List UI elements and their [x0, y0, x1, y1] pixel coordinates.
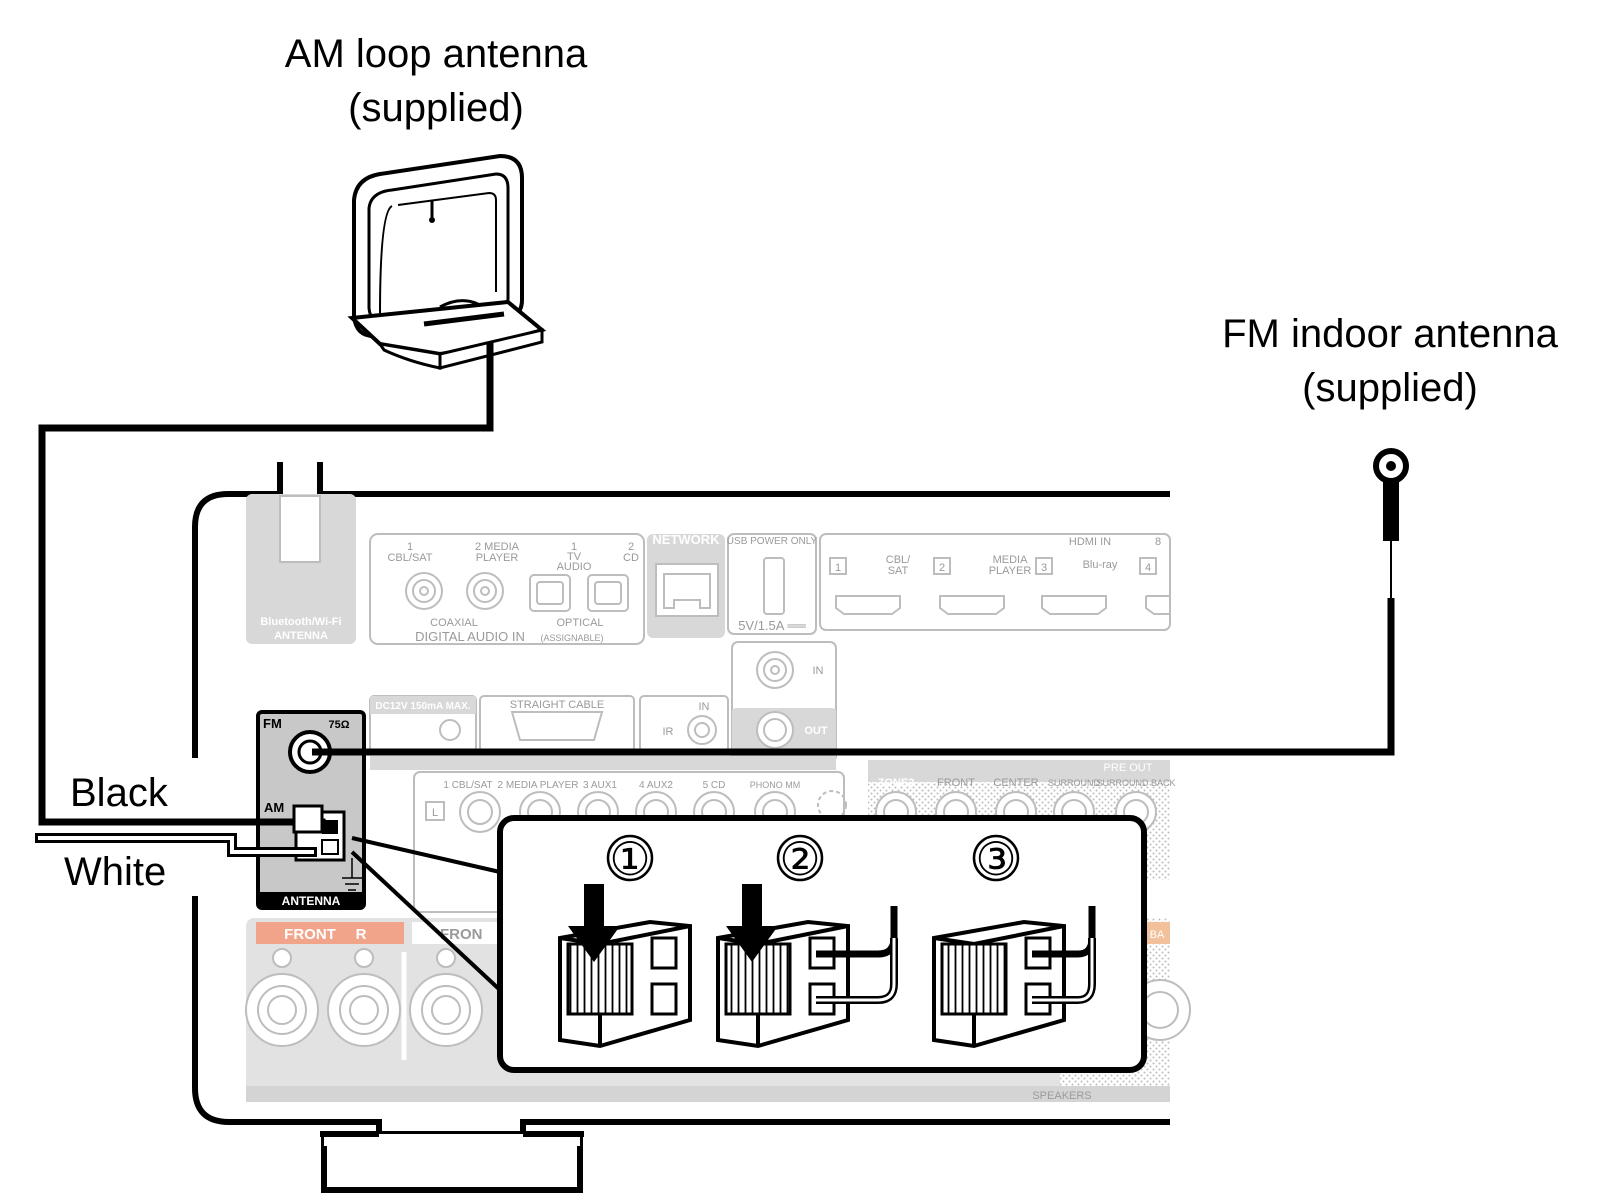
rear-panel-labels: Bluetooth/Wi-Fi ANTENNA 1 CBL/SAT 2 MEDI…	[260, 532, 1175, 1102]
fm-antenna-supplied: (supplied)	[1302, 366, 1478, 410]
step-3-terminal-icon	[932, 906, 1096, 1049]
svg-text:Blu-ray: Blu-ray	[1083, 559, 1118, 571]
fm-impedance-label: 75Ω	[328, 719, 349, 731]
am-antenna-cable	[35, 342, 494, 857]
svg-text:CENTER: CENTER	[993, 777, 1038, 789]
svg-text:IR: IR	[663, 726, 674, 738]
svg-text:1 CBL/SAT: 1 CBL/SAT	[443, 780, 492, 791]
svg-text:PRE OUT: PRE OUT	[1104, 762, 1153, 774]
svg-text:SAT: SAT	[888, 565, 909, 577]
black-wire-label: Black	[70, 771, 169, 815]
svg-text:ZONE2: ZONE2	[878, 777, 915, 789]
svg-text:DIGITAL AUDIO IN: DIGITAL AUDIO IN	[415, 629, 525, 644]
fm-terminal-label: FM	[263, 716, 282, 731]
svg-text:5V/1.5A ══: 5V/1.5A ══	[738, 618, 806, 633]
svg-text:BA: BA	[1150, 929, 1165, 941]
svg-text:MEDIA: MEDIA	[993, 554, 1029, 566]
svg-text:4: 4	[1145, 562, 1151, 574]
step-1-label: ①	[609, 833, 650, 885]
step-numbers: ① ② ③	[606, 833, 1020, 885]
svg-text:HDMI IN: HDMI IN	[1069, 536, 1111, 548]
svg-text:3: 3	[1041, 562, 1047, 574]
antenna-panel-title: ANTENNA	[282, 894, 341, 908]
svg-text:CD: CD	[623, 552, 639, 564]
svg-text:SPEAKERS: SPEAKERS	[1032, 1090, 1091, 1102]
svg-text:COAXIAL: COAXIAL	[430, 617, 478, 629]
svg-text:OPTICAL: OPTICAL	[556, 617, 603, 629]
svg-text:2 MEDIA: 2 MEDIA	[475, 541, 520, 553]
svg-text:STRAIGHT CABLE: STRAIGHT CABLE	[510, 699, 605, 711]
svg-text:PLAYER: PLAYER	[989, 565, 1032, 577]
svg-text:IN: IN	[813, 665, 824, 677]
svg-text:2 MEDIA PLAYER: 2 MEDIA PLAYER	[498, 780, 579, 791]
svg-text:OUT: OUT	[804, 725, 828, 737]
svg-text:FRONT: FRONT	[937, 777, 975, 789]
svg-text:DC12V 150mA MAX.: DC12V 150mA MAX.	[375, 701, 470, 712]
svg-text:Bluetooth/Wi-Fi: Bluetooth/Wi-Fi	[260, 616, 341, 628]
svg-text:SURROUND BACK: SURROUND BACK	[1096, 778, 1175, 788]
svg-text:PHONO MM: PHONO MM	[750, 780, 801, 790]
svg-text:3 AUX1: 3 AUX1	[583, 780, 617, 791]
step-1-terminal-icon	[558, 884, 692, 1049]
svg-text:CBL/SAT: CBL/SAT	[387, 552, 432, 564]
svg-text:FRON: FRON	[440, 926, 483, 943]
svg-text:SURROUND: SURROUND	[1048, 778, 1101, 788]
svg-text:ANTENNA: ANTENNA	[274, 630, 328, 642]
svg-text:R: R	[356, 926, 367, 943]
svg-text:FRONT: FRONT	[284, 926, 336, 943]
svg-text:8: 8	[1155, 536, 1161, 548]
svg-text:2: 2	[628, 541, 634, 553]
svg-text:1: 1	[835, 562, 841, 574]
svg-text:1: 1	[571, 541, 577, 553]
svg-text:L: L	[432, 807, 438, 819]
svg-text:2: 2	[939, 562, 945, 574]
receiver-chassis	[192, 462, 1170, 1193]
svg-text:USB POWER ONLY: USB POWER ONLY	[727, 536, 818, 547]
white-wire-label: White	[64, 850, 166, 894]
svg-text:CBL/: CBL/	[886, 554, 911, 566]
step-2-label: ②	[779, 833, 820, 885]
svg-text:TV: TV	[567, 551, 582, 563]
svg-text:NETWORK: NETWORK	[652, 532, 720, 547]
am-terminal-label: AM	[264, 800, 284, 815]
am-loop-antenna-icon	[347, 153, 547, 370]
am-antenna-label: AM loop antenna	[285, 32, 588, 76]
svg-text:5 CD: 5 CD	[703, 780, 726, 791]
svg-text:1: 1	[407, 541, 413, 553]
svg-text:PLAYER: PLAYER	[476, 552, 519, 564]
callout-leader	[350, 836, 502, 992]
step-2-terminal-icon	[716, 884, 898, 1049]
svg-text:4 AUX2: 4 AUX2	[639, 780, 673, 791]
step-3-label: ③	[975, 833, 1016, 885]
svg-text:(ASSIGNABLE): (ASSIGNABLE)	[540, 633, 603, 643]
fm-antenna-cable	[312, 448, 1409, 756]
fm-antenna-label: FM indoor antenna	[1222, 312, 1559, 356]
am-antenna-supplied: (supplied)	[348, 86, 524, 130]
svg-text:AUDIO: AUDIO	[557, 561, 592, 573]
svg-text:IN: IN	[699, 701, 710, 713]
